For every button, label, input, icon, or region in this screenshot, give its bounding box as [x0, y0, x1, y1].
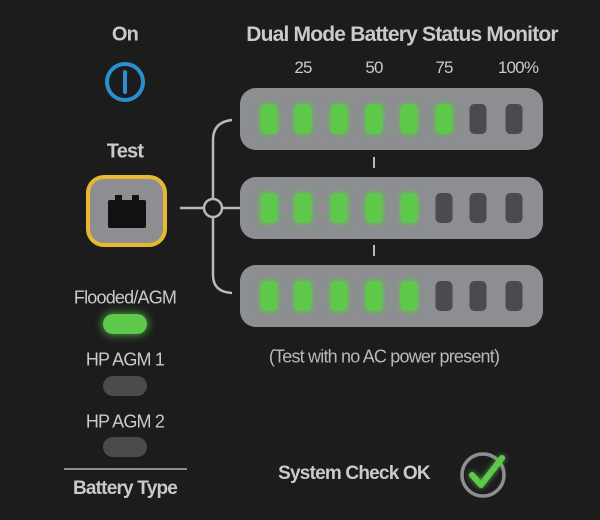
battery-icon: [108, 195, 146, 228]
test-label: Test: [106, 140, 144, 163]
led-segment-lit: [365, 281, 383, 311]
led-segment-lit: [294, 193, 312, 223]
battery-type-hp-agm-1-label: HP AGM 1: [85, 349, 165, 370]
battery-type-flooded-agm-label: Flooded/AGM: [73, 287, 177, 308]
scale-label-100: 100%: [497, 58, 539, 77]
led-segment-lit: [294, 281, 312, 311]
led-segment-unlit: [469, 104, 487, 134]
battery-type-hp-agm-2-label: HP AGM 2: [85, 411, 165, 432]
test-note: (Test with no AC power present): [268, 346, 500, 367]
system-check-label: System Check OK: [278, 463, 430, 484]
led-segment-lit: [330, 281, 348, 311]
led-segment-lit: [330, 104, 348, 134]
monitor-title: Dual Mode Battery Status Monitor: [246, 23, 558, 46]
led-segment-lit: [400, 281, 418, 311]
battery-type-heading: Battery Type: [72, 478, 178, 499]
power-label: On: [111, 23, 139, 46]
led-segment-unlit: [469, 193, 487, 223]
led-segment-lit: [260, 193, 278, 223]
led-segment-unlit: [505, 281, 523, 311]
status-bar-1: [240, 88, 543, 150]
led-segment-lit: [260, 281, 278, 311]
led-segment-lit: [330, 193, 348, 223]
led-segment-unlit: [469, 281, 487, 311]
scale-label-50: 50: [365, 58, 383, 77]
power-icon[interactable]: [103, 60, 147, 104]
led-segment-lit: [400, 193, 418, 223]
status-bar-2: [240, 177, 543, 239]
battery-type-hp-agm-2-indicator[interactable]: [103, 437, 147, 457]
led-segment-lit: [435, 104, 453, 134]
scale-label-75: 75: [435, 58, 453, 77]
led-segment-lit: [400, 104, 418, 134]
test-button[interactable]: [86, 175, 167, 247]
battery-type-flooded-agm-indicator[interactable]: [103, 314, 147, 334]
led-segment-lit: [365, 193, 383, 223]
led-segment-lit: [294, 104, 312, 134]
led-segment-unlit: [505, 104, 523, 134]
led-segment-unlit: [435, 281, 453, 311]
led-segment-lit: [365, 104, 383, 134]
divider: [64, 468, 187, 470]
status-bar-3: [240, 265, 543, 327]
led-segment-unlit: [435, 193, 453, 223]
led-segment-unlit: [505, 193, 523, 223]
led-segment-lit: [260, 104, 278, 134]
battery-type-hp-agm-1-indicator[interactable]: [103, 376, 147, 396]
scale-label-25: 25: [294, 58, 312, 77]
checkmark-icon: [460, 452, 506, 498]
